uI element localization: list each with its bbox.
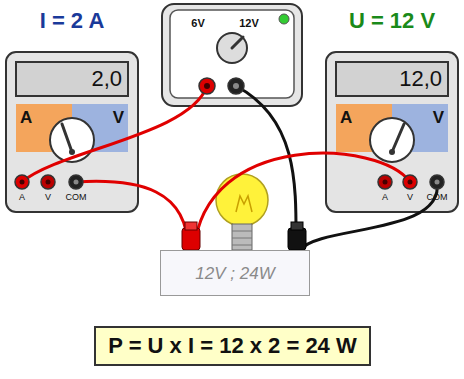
voltmeter-terminals: [378, 175, 444, 189]
label-text: A: [369, 192, 401, 202]
power-supply: 6V 12V: [162, 4, 302, 106]
label-text: 12V: [234, 17, 264, 30]
label-text: COM: [60, 192, 92, 202]
label-text: 2,0: [18, 66, 122, 91]
label-text: A: [20, 108, 40, 128]
wire: [22, 86, 207, 182]
label-text: A: [6, 192, 38, 202]
banana-plugs: [182, 222, 306, 250]
label-text: P = U x I = 12 x 2 = 24 W: [96, 328, 369, 364]
ammeter-body: [6, 52, 138, 212]
label-text: COM: [421, 192, 453, 202]
wire: [194, 153, 410, 250]
supply-terminals: [199, 78, 244, 94]
lamp-base: 12V ; 24W: [160, 250, 310, 296]
ammeter: I = 2 A2,0AVAVCOM: [6, 52, 138, 212]
label-text: V: [424, 108, 444, 128]
ammeter-terminals: [15, 175, 83, 189]
label-text: U = 12 V: [326, 8, 458, 33]
label-text: I = 2 A: [6, 8, 138, 33]
voltmeter: U = 12 V12,0AVAVCOM: [326, 52, 458, 212]
formula-box: P = U x I = 12 x 2 = 24 W: [94, 326, 371, 366]
label-text: V: [104, 108, 124, 128]
wire: [300, 182, 437, 250]
label-text: 6V: [184, 17, 212, 30]
wire: [76, 181, 188, 250]
label-text: 12V ; 24W: [161, 251, 309, 297]
voltmeter-body: [326, 52, 458, 212]
power-supply-body: [162, 4, 302, 106]
label-text: A: [340, 108, 360, 128]
label-text: 12,0: [338, 66, 442, 91]
label-text: V: [32, 192, 64, 202]
wire: [236, 86, 296, 250]
label-text: V: [394, 192, 426, 202]
